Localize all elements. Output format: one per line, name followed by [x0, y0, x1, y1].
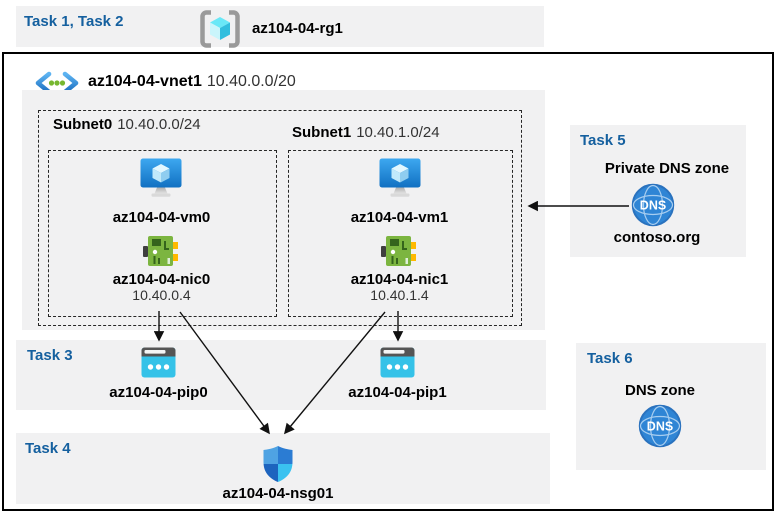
- task3-label: Task 3: [27, 347, 73, 364]
- vm0-icon: [138, 157, 184, 199]
- dns-zone-icon: DNS: [638, 404, 682, 448]
- nsg-name: az104-04-nsg01: [222, 485, 334, 502]
- task12-label: Task 1, Task 2: [24, 13, 124, 30]
- vm0-name: az104-04-vm0: [112, 209, 211, 226]
- task6-panel: Task 6 DNS zone: [576, 343, 766, 470]
- nic1-ip: 10.40.1.4: [370, 287, 429, 303]
- subnet0-name: Subnet0: [53, 116, 113, 133]
- vm1-name: az104-04-vm1: [350, 209, 449, 226]
- task3-panel: Task 3: [16, 340, 546, 410]
- resource-group-name: az104-04-rg1: [252, 20, 343, 37]
- task12-panel: Task 1, Task 2: [16, 6, 544, 47]
- subnets-backdrop: [22, 90, 545, 330]
- nic1-name: az104-04-nic1: [350, 271, 449, 288]
- nic0-icon: [143, 235, 179, 267]
- vnet-name: az104-04-vnet1: [88, 73, 202, 90]
- nsg-shield-icon: [262, 445, 294, 483]
- private-dns-icon: DNS: [631, 183, 675, 227]
- pip0-name: az104-04-pip0: [109, 384, 208, 401]
- subnet0-cidr: 10.40.0.0/24: [117, 116, 201, 133]
- dns-icon-text: DNS: [640, 199, 666, 213]
- task5-label: Task 5: [580, 132, 626, 149]
- subnets-container-dashed-box: [38, 110, 522, 326]
- vm1-icon: [377, 157, 423, 199]
- nic1-icon: [381, 235, 417, 267]
- subnet1-name: Subnet1: [292, 124, 352, 141]
- resource-group-icon: [198, 9, 242, 49]
- subnet0-dashed-box: [48, 150, 277, 317]
- resource-container-box: [2, 52, 774, 511]
- private-dns-zone-name: contoso.org: [613, 229, 701, 246]
- virtual-network-icon: [34, 71, 80, 95]
- vnet-cidr: 10.40.0.0/20: [206, 73, 296, 90]
- nic0-name: az104-04-nic0: [112, 271, 211, 288]
- dns-icon-text: DNS: [647, 420, 673, 434]
- dns-zone-title: DNS zone: [624, 382, 695, 399]
- task4-label: Task 4: [25, 440, 71, 457]
- nic0-ip: 10.40.0.4: [132, 287, 191, 303]
- private-dns-zone-title: Private DNS zone: [604, 160, 730, 177]
- subnet1-dashed-box: [288, 150, 513, 317]
- pip1-name: az104-04-pip1: [348, 384, 447, 401]
- task6-label: Task 6: [587, 350, 633, 367]
- subnet1-cidr: 10.40.1.0/24: [356, 124, 440, 141]
- pip0-icon: [141, 347, 176, 378]
- pip1-icon: [380, 347, 415, 378]
